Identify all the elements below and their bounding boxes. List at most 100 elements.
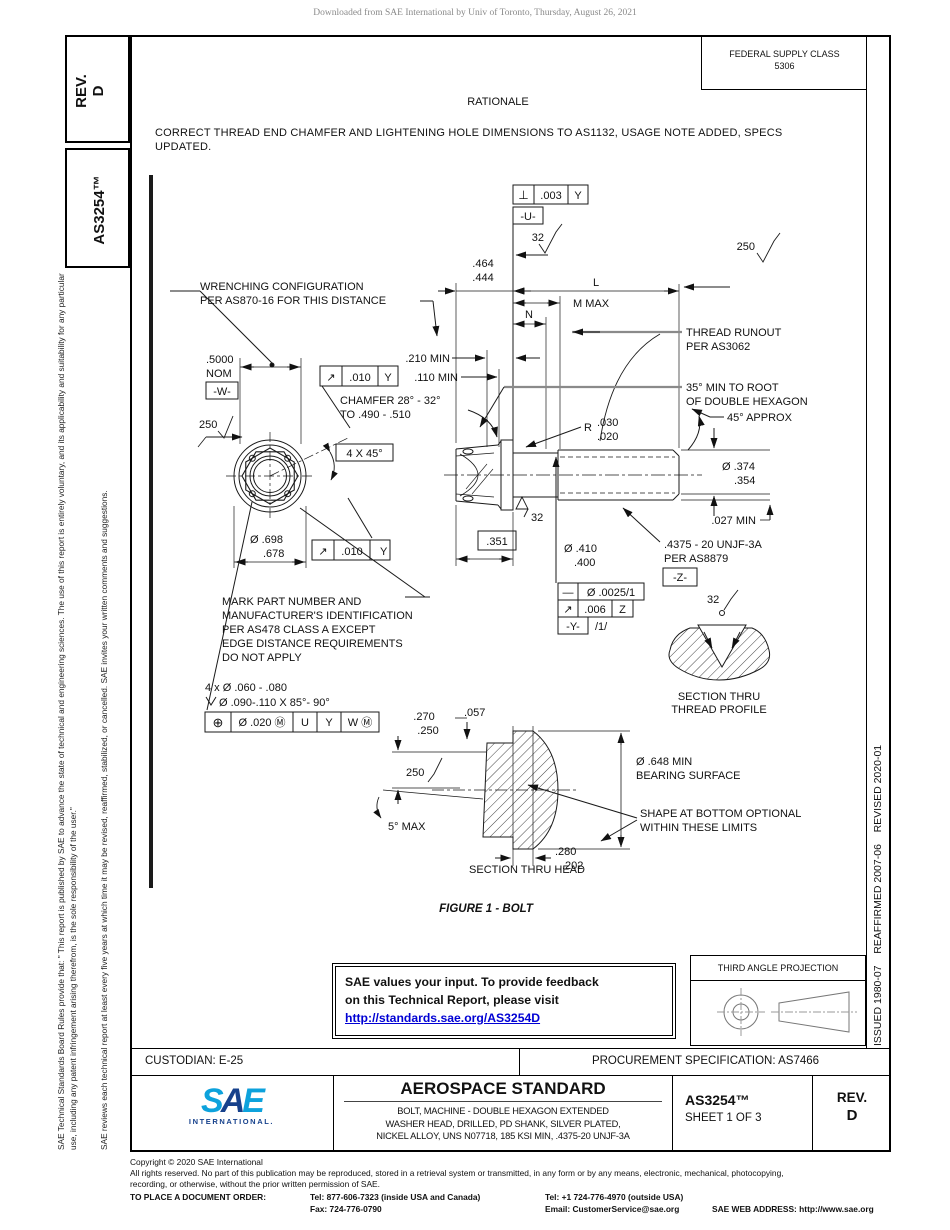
dim-wrench-width (239, 358, 302, 444)
download-watermark: Downloaded from SAE International by Uni… (313, 8, 637, 18)
lightening-hole (248, 454, 256, 462)
radius-030: .030 (597, 417, 618, 429)
feedback-link[interactable]: http://standards.sae.org/AS3254D (345, 1011, 541, 1025)
logo-letter-a: A (220, 1082, 246, 1120)
dim-thread-diameter (681, 428, 770, 516)
root-note-2: OF DOUBLE HEXAGON (686, 396, 808, 408)
tel-inside: Tel: 877-606-7323 (inside USA and Canada… (310, 1192, 481, 1202)
fcf-runout-tol: .010 (349, 372, 370, 384)
chamfer-note-1: CHAMFER 28° - 32° (340, 395, 441, 407)
feedback-box: SAE values your input. To provide feedba… (332, 963, 676, 1039)
copyright-line: Copyright © 2020 SAE International (130, 1157, 263, 1167)
mark-note-1: MARK PART NUMBER AND (222, 596, 361, 608)
fax-line: Fax: 724-776-0790 (310, 1204, 382, 1214)
datum-z-label: -Z- (673, 572, 687, 584)
runout2-tol: .006 (584, 604, 605, 616)
runout2-datum: Z (619, 604, 626, 616)
fcf-runout-endview-bottom (311, 497, 391, 561)
chamfer-leader (467, 409, 498, 438)
third-angle-projection-symbol (717, 988, 857, 1036)
note-leaders (206, 501, 430, 711)
dim-057 (455, 717, 471, 740)
dim-bearing-dia (538, 730, 630, 850)
section-thread-label-1: SECTION THRU (678, 691, 760, 703)
angle-4x45 (322, 442, 394, 481)
standard-title-cell: AEROSPACE STANDARD BOLT, MACHINE - DOUBL… (333, 1076, 672, 1152)
runout-symbol: ↗ (326, 372, 335, 384)
radius-letter: R (584, 422, 592, 434)
dim-250-label: .250 (417, 725, 438, 737)
approx45-label: 45° APPROX (727, 412, 793, 424)
fcf-runout-tol-2: .010 (341, 546, 362, 558)
perpendicularity-symbol: ⊥ (518, 188, 528, 202)
dim-351-label: .351 (486, 536, 507, 548)
dim-L-label: L (593, 277, 599, 289)
dia-410-label: Ø .410 (564, 543, 597, 555)
bolt-technical-drawing: ⊥ .003 Y -U- 32 .464 .444 L 250 M MAX N … (149, 175, 808, 915)
dim-027-label: .027 MIN (711, 515, 756, 527)
dim-n (513, 317, 547, 449)
dia-400-label: .400 (574, 557, 595, 569)
fillet-radius-leader (525, 426, 582, 448)
fcf-runout-datum-2: Y (380, 546, 388, 558)
dia-678-label: .678 (263, 548, 284, 560)
dim-057-label: .057 (464, 707, 485, 719)
position-tol: Ø .020 Ⓜ (238, 716, 285, 729)
section-head-label: SECTION THRU HEAD (469, 864, 585, 876)
surface-finish-32-shank-value: 32 (531, 512, 543, 524)
rev-box: REV. D (65, 35, 130, 143)
web-line: SAE WEB ADDRESS: http://www.sae.org (712, 1204, 874, 1214)
feedback-line2: on this Technical Report, please visit (345, 993, 559, 1007)
nom-label: NOM (206, 368, 232, 380)
surface-finish-250-left-value: 250 (199, 419, 217, 431)
dim-351 (455, 505, 517, 566)
fsc-value: 5306 (774, 61, 795, 71)
rev-label-vertical: REV. (73, 74, 90, 108)
title-block: SAE INTERNATIONAL. AEROSPACE STANDARD BO… (130, 1076, 891, 1152)
section-thru-head-view (432, 726, 578, 866)
runout-symbol-3: ↗ (563, 604, 572, 616)
datum-w-box (205, 381, 239, 400)
dim-m-max-label: M MAX (573, 298, 610, 310)
lockwire-hole-bottom (462, 495, 474, 502)
lightening-hole (248, 490, 256, 498)
dim-202-label: .202 (562, 860, 583, 872)
sheet-border (130, 35, 891, 1152)
deg5-label: 5° MAX (388, 821, 426, 833)
thread-runout-note-1: THREAD RUNOUT (686, 327, 782, 339)
bolt-shank-and-thread (513, 449, 680, 501)
datum-y-label: -Y- (566, 621, 580, 633)
order-label: TO PLACE A DOCUMENT ORDER: (130, 1192, 267, 1202)
sae-logo: SAE INTERNATIONAL. (130, 1084, 333, 1126)
thread-spec-leader (622, 507, 698, 587)
bolt-end-view (226, 432, 349, 520)
straightness-symbol: — (563, 587, 574, 599)
dim-444-label: .444 (472, 272, 493, 284)
figure-caption: FIGURE 1 - BOLT (439, 903, 534, 915)
mark-note-3: PER AS478 CLASS A EXCEPT (222, 624, 376, 636)
dim-464-label: .464 (472, 258, 493, 270)
surface-finish-250-head-value: 250 (406, 767, 424, 779)
section-thread-label-2: THREAD PROFILE (671, 704, 766, 716)
sae-logo-cell: SAE INTERNATIONAL. (130, 1076, 333, 1152)
shape-note-leaders (527, 784, 638, 842)
fcf-perp-datum: Y (574, 190, 582, 202)
datum-w-label: -W- (213, 386, 231, 398)
dia-698-label: Ø .698 (250, 534, 283, 546)
dim-m-max (513, 296, 561, 449)
dim-5000-label: .5000 (206, 354, 234, 366)
dim-110-label: .110 MIN (414, 372, 458, 384)
fcf-runout-endview-top (319, 365, 399, 429)
mark-note-4: EDGE DISTANCE REQUIREMENTS (222, 638, 403, 650)
dim-027-min (681, 499, 774, 521)
position-symbol: ⊕ (213, 715, 224, 730)
fcf-position (204, 711, 380, 733)
surface-finish-32-thread-value: 32 (707, 594, 719, 606)
per-unit-label: /1/ (595, 621, 608, 633)
position-datum-1: U (301, 717, 309, 729)
dim-210-min (452, 350, 540, 447)
datum-z-box (662, 567, 698, 587)
surface-finish-250-head (427, 757, 443, 783)
rev-value-vertical: D (90, 85, 107, 97)
